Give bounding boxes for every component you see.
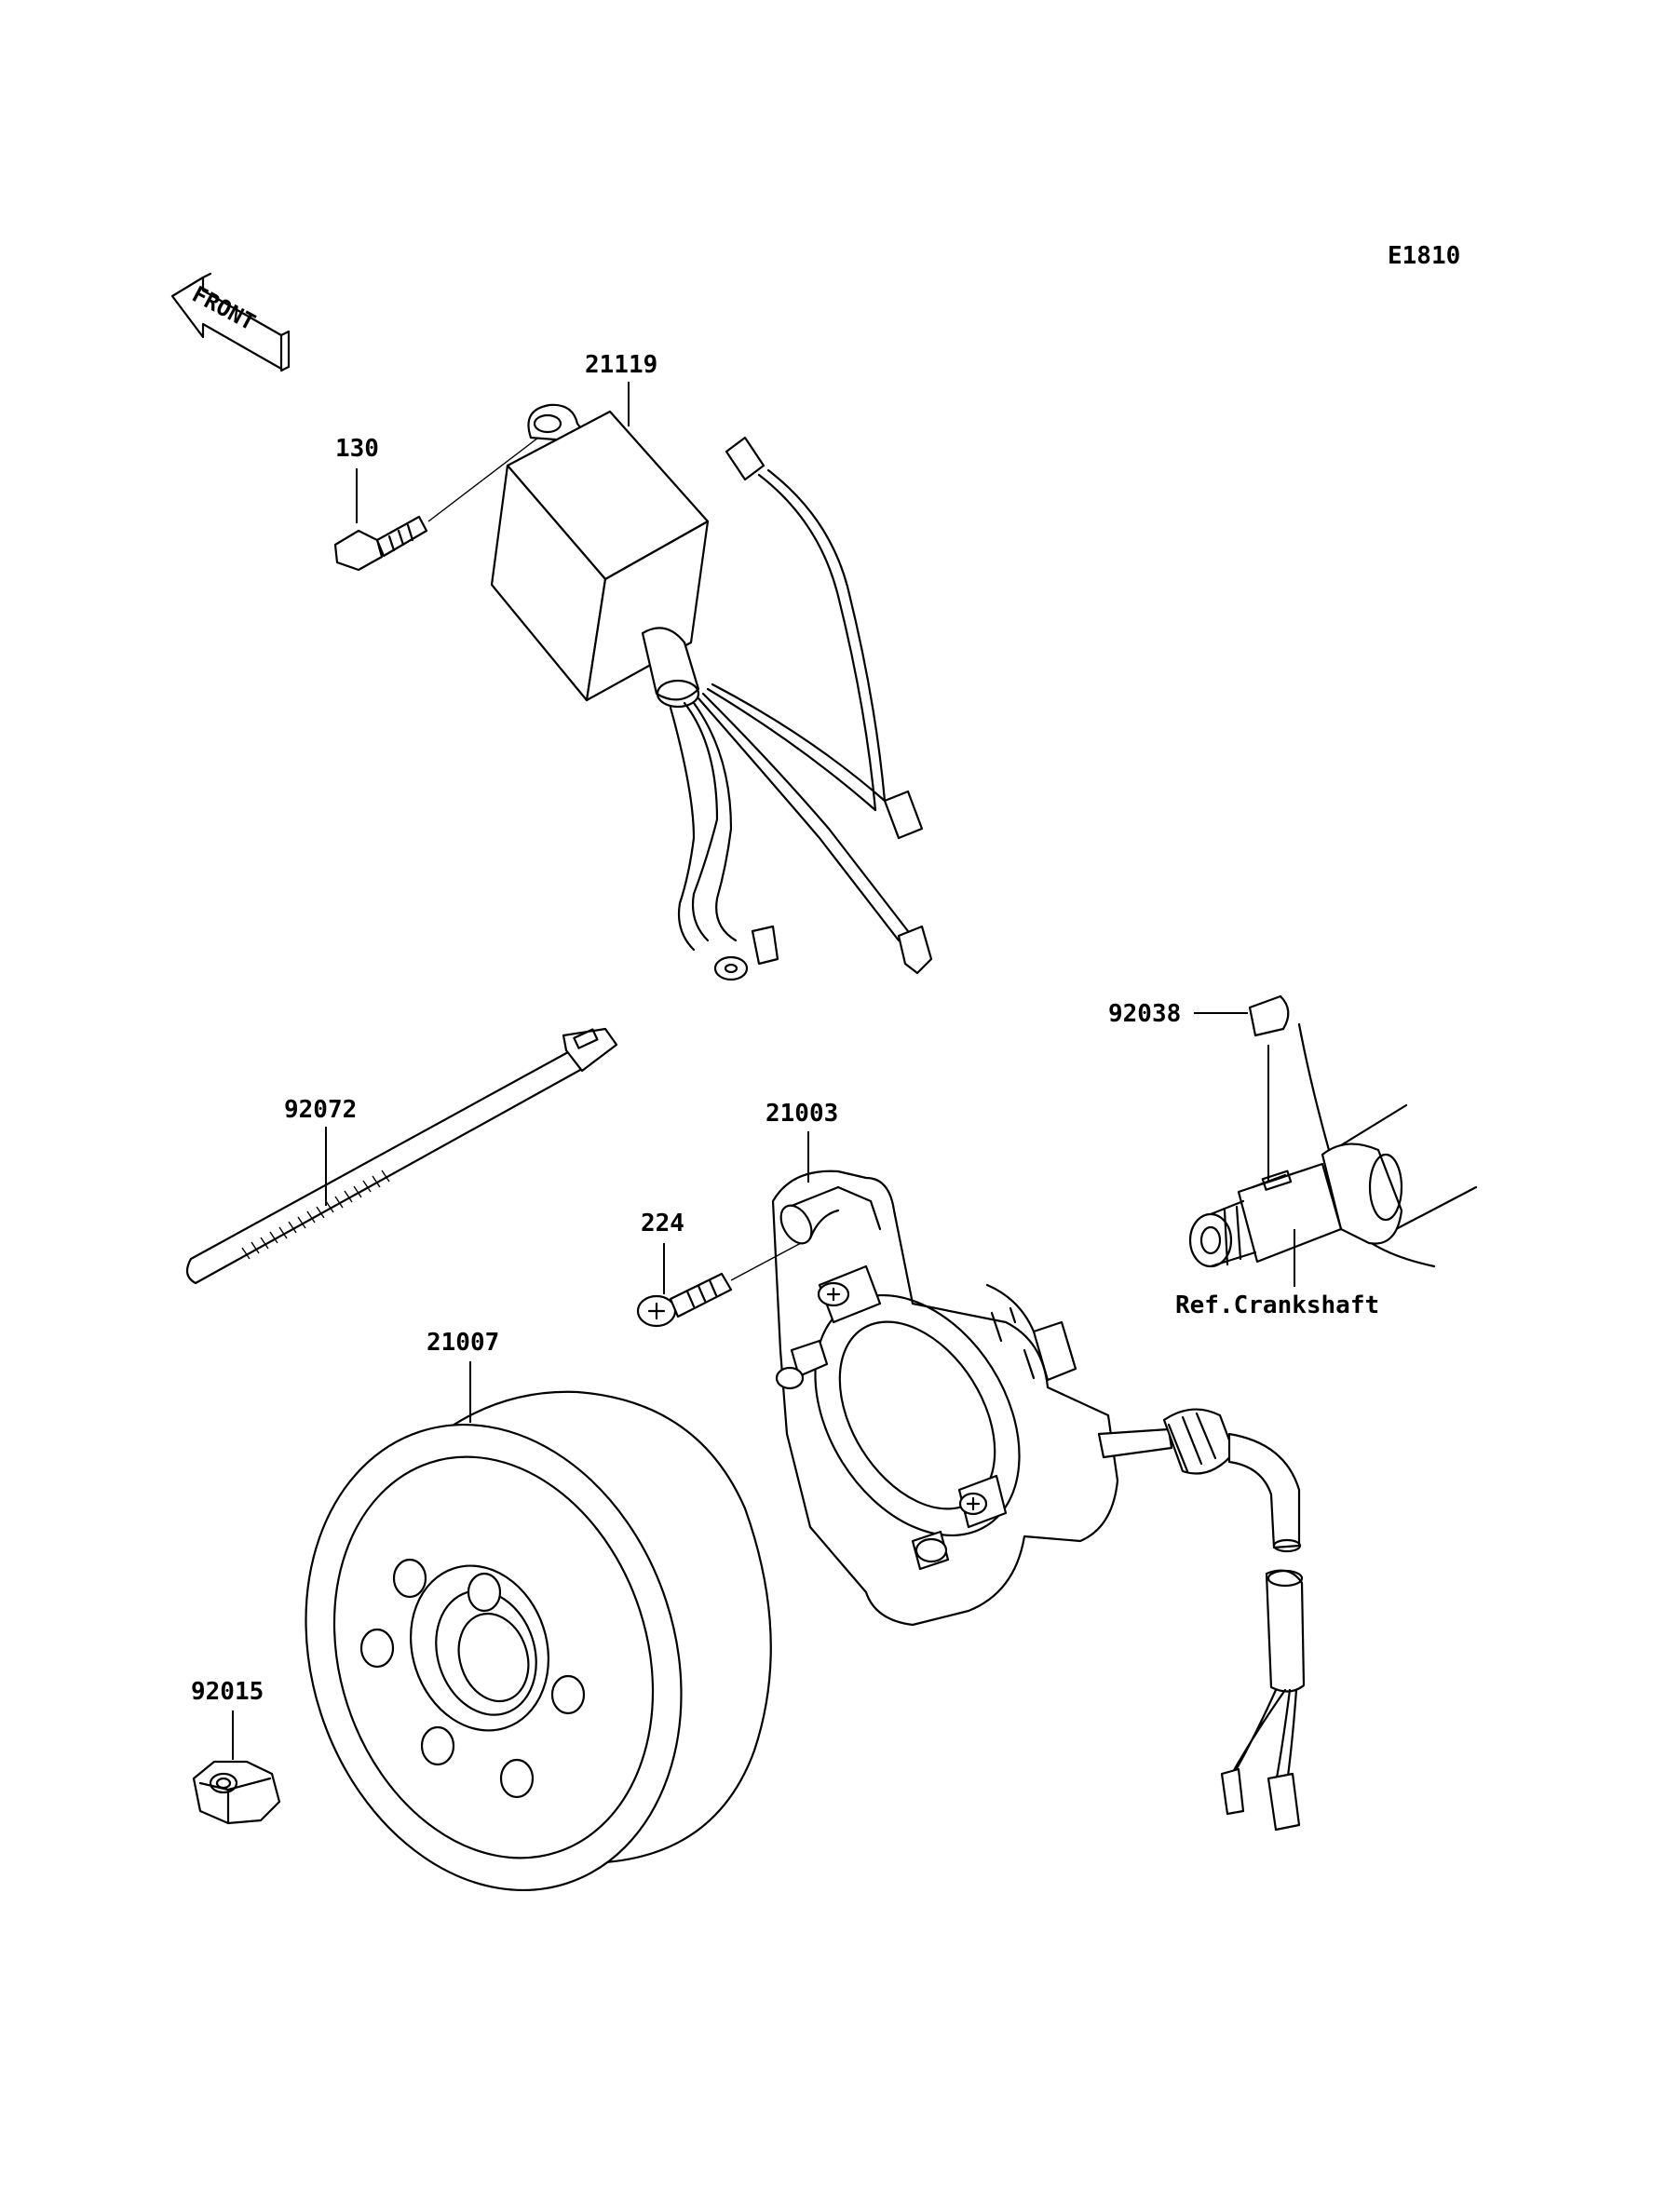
part-label-bolt-130: 130 bbox=[335, 435, 379, 463]
part-label-screw: 224 bbox=[641, 1210, 684, 1237]
part-label-cdi-unit: 21119 bbox=[585, 351, 657, 379]
part-label-nut: 92015 bbox=[191, 1678, 264, 1706]
nut-92015 bbox=[192, 1760, 281, 1825]
part-label-flywheel: 21007 bbox=[427, 1329, 499, 1357]
cable-band bbox=[185, 1027, 618, 1285]
front-arrow-icon: FRONT bbox=[170, 272, 291, 372]
stator-lead-connector bbox=[1220, 1569, 1306, 1832]
crankshaft bbox=[1188, 1022, 1478, 1268]
part-label-key: 92038 bbox=[1108, 1000, 1181, 1028]
part-label-stator: 21003 bbox=[765, 1100, 838, 1128]
woodruff-key bbox=[1248, 994, 1290, 1037]
flywheel bbox=[305, 1390, 772, 1891]
bolt-130 bbox=[333, 437, 539, 572]
stator-plate bbox=[771, 1170, 1302, 1627]
cdi-unit bbox=[490, 403, 933, 981]
reference-label-crankshaft: Ref.Crankshaft bbox=[1175, 1291, 1379, 1319]
screw-224 bbox=[636, 1242, 802, 1328]
diagram-code: E1810 bbox=[1388, 242, 1460, 270]
part-label-band: 92072 bbox=[284, 1096, 357, 1124]
